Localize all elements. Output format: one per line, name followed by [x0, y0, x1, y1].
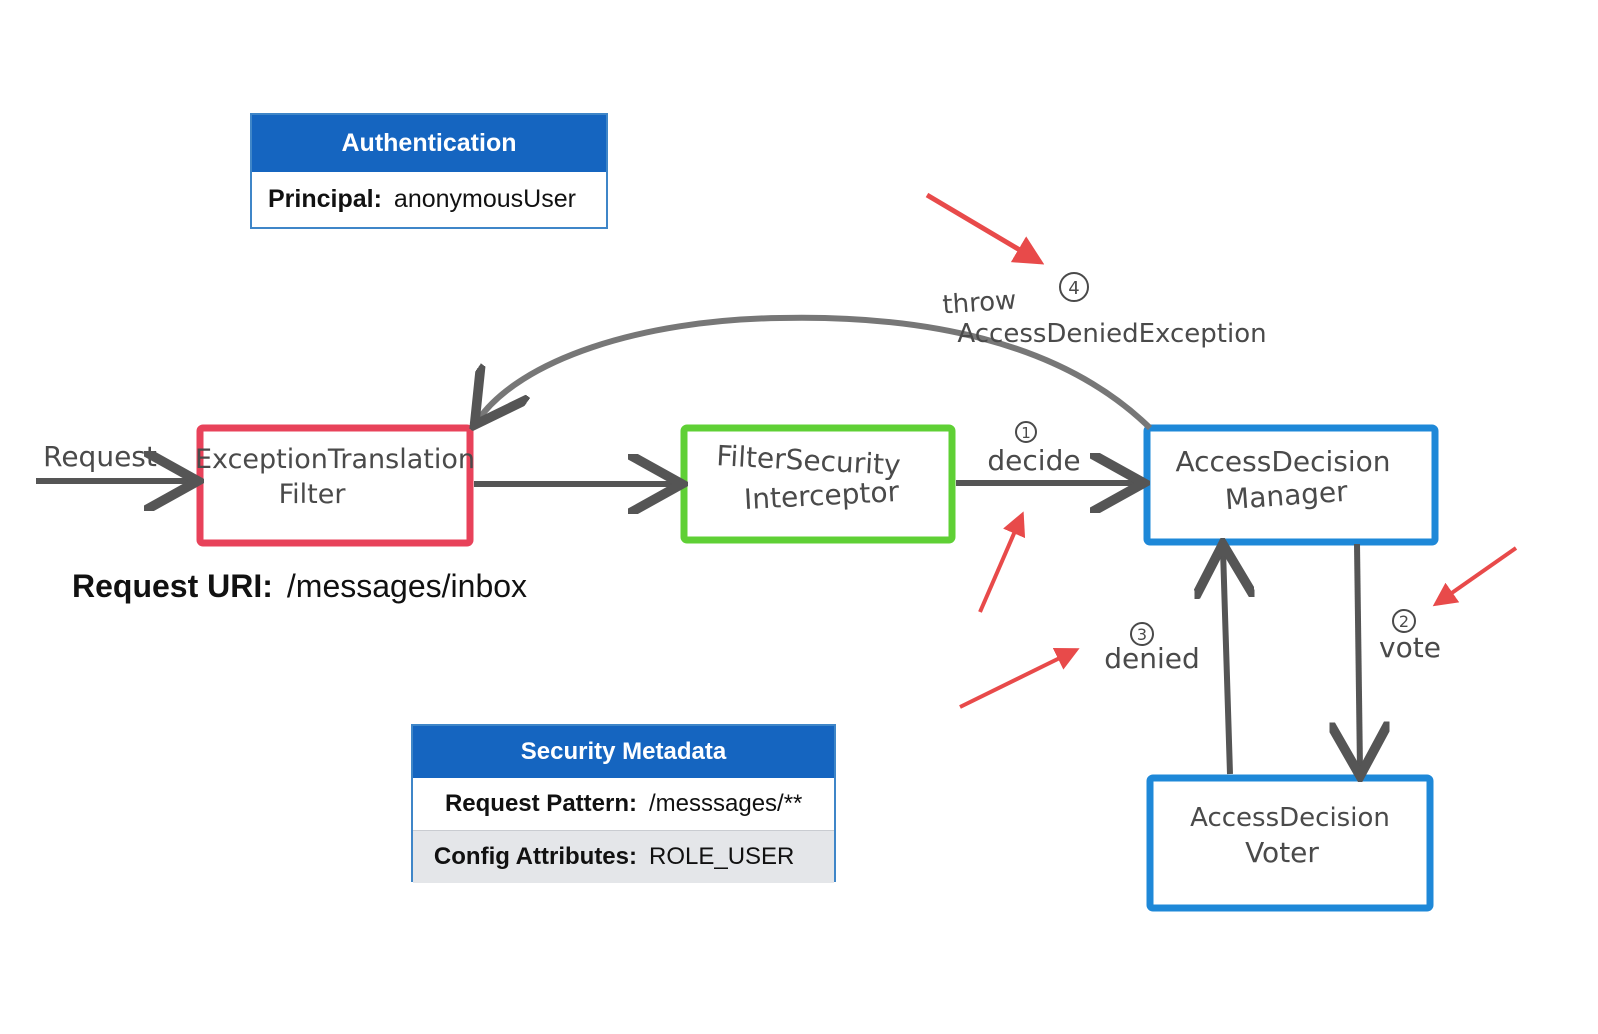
step-1-label: decide [987, 444, 1080, 477]
security-metadata-card: Security Metadata Request Pattern: /mess… [411, 724, 836, 883]
access-decision-voter-box [1146, 774, 1434, 912]
step-2-circle [1392, 609, 1416, 633]
step-3-circle [1130, 622, 1154, 646]
step-1-circle [1015, 421, 1037, 443]
step-1-number: 1 [1021, 424, 1031, 442]
exception-translation-filter-label-line2: Filter [279, 479, 347, 510]
denied-arrow [1223, 550, 1230, 775]
config-attributes-row: Config Attributes: ROLE_USER [413, 830, 834, 883]
step-2-label: vote [1379, 631, 1441, 664]
access-decision-voter-label-line1: AccessDecision [1190, 803, 1390, 833]
highlight-arrow-vote [1432, 546, 1518, 607]
request-uri-value: /messages/inbox [286, 568, 528, 604]
step-4-circle [1059, 272, 1089, 302]
request-label: Request [43, 440, 157, 473]
principal-row: Principal: anonymousUser [252, 172, 606, 227]
config-attributes-value: ROLE_USER [649, 843, 795, 870]
step-3-number: 3 [1137, 625, 1147, 644]
authentication-card: Authentication Principal: anonymousUser [250, 113, 608, 229]
step-4-label-line2: AccessDeniedException [957, 319, 1266, 349]
step-4-label-line1: throw [942, 285, 1018, 320]
highlight-arrow-throw [925, 192, 1045, 265]
access-decision-manager-label-line2: Manager [1224, 475, 1349, 517]
security-metadata-title: Security Metadata [413, 726, 834, 778]
config-attributes-label: Config Attributes: [433, 843, 637, 870]
highlight-arrow-denied [959, 648, 1080, 709]
highlight-arrow-decide [978, 511, 1026, 613]
step-3-label: denied [1104, 642, 1200, 675]
step-4-number: 4 [1068, 278, 1079, 299]
access-decision-voter-label-line2: Voter [1245, 836, 1319, 869]
filter-security-interceptor-label-line2: Interceptor [743, 475, 900, 516]
principal-value: anonymousUser [393, 185, 576, 213]
access-decision-manager-label-line1: AccessDecision [1175, 445, 1390, 478]
request-uri-label: Request URI: [72, 568, 273, 604]
request-pattern-value: /messsages/** [649, 790, 803, 817]
vote-arrow [1357, 543, 1360, 770]
request-pattern-row: Request Pattern: /messsages/** [413, 778, 834, 830]
request-uri: Request URI: /messages/inbox [72, 568, 527, 605]
request-pattern-label: Request Pattern: [444, 790, 637, 817]
exception-translation-filter-label-line1: ExceptionTranslation [195, 444, 475, 475]
authentication-title: Authentication [252, 115, 606, 172]
step-2-number: 2 [1399, 612, 1409, 631]
principal-label: Principal: [268, 185, 382, 213]
throw-exception-arrow [478, 314, 1153, 428]
